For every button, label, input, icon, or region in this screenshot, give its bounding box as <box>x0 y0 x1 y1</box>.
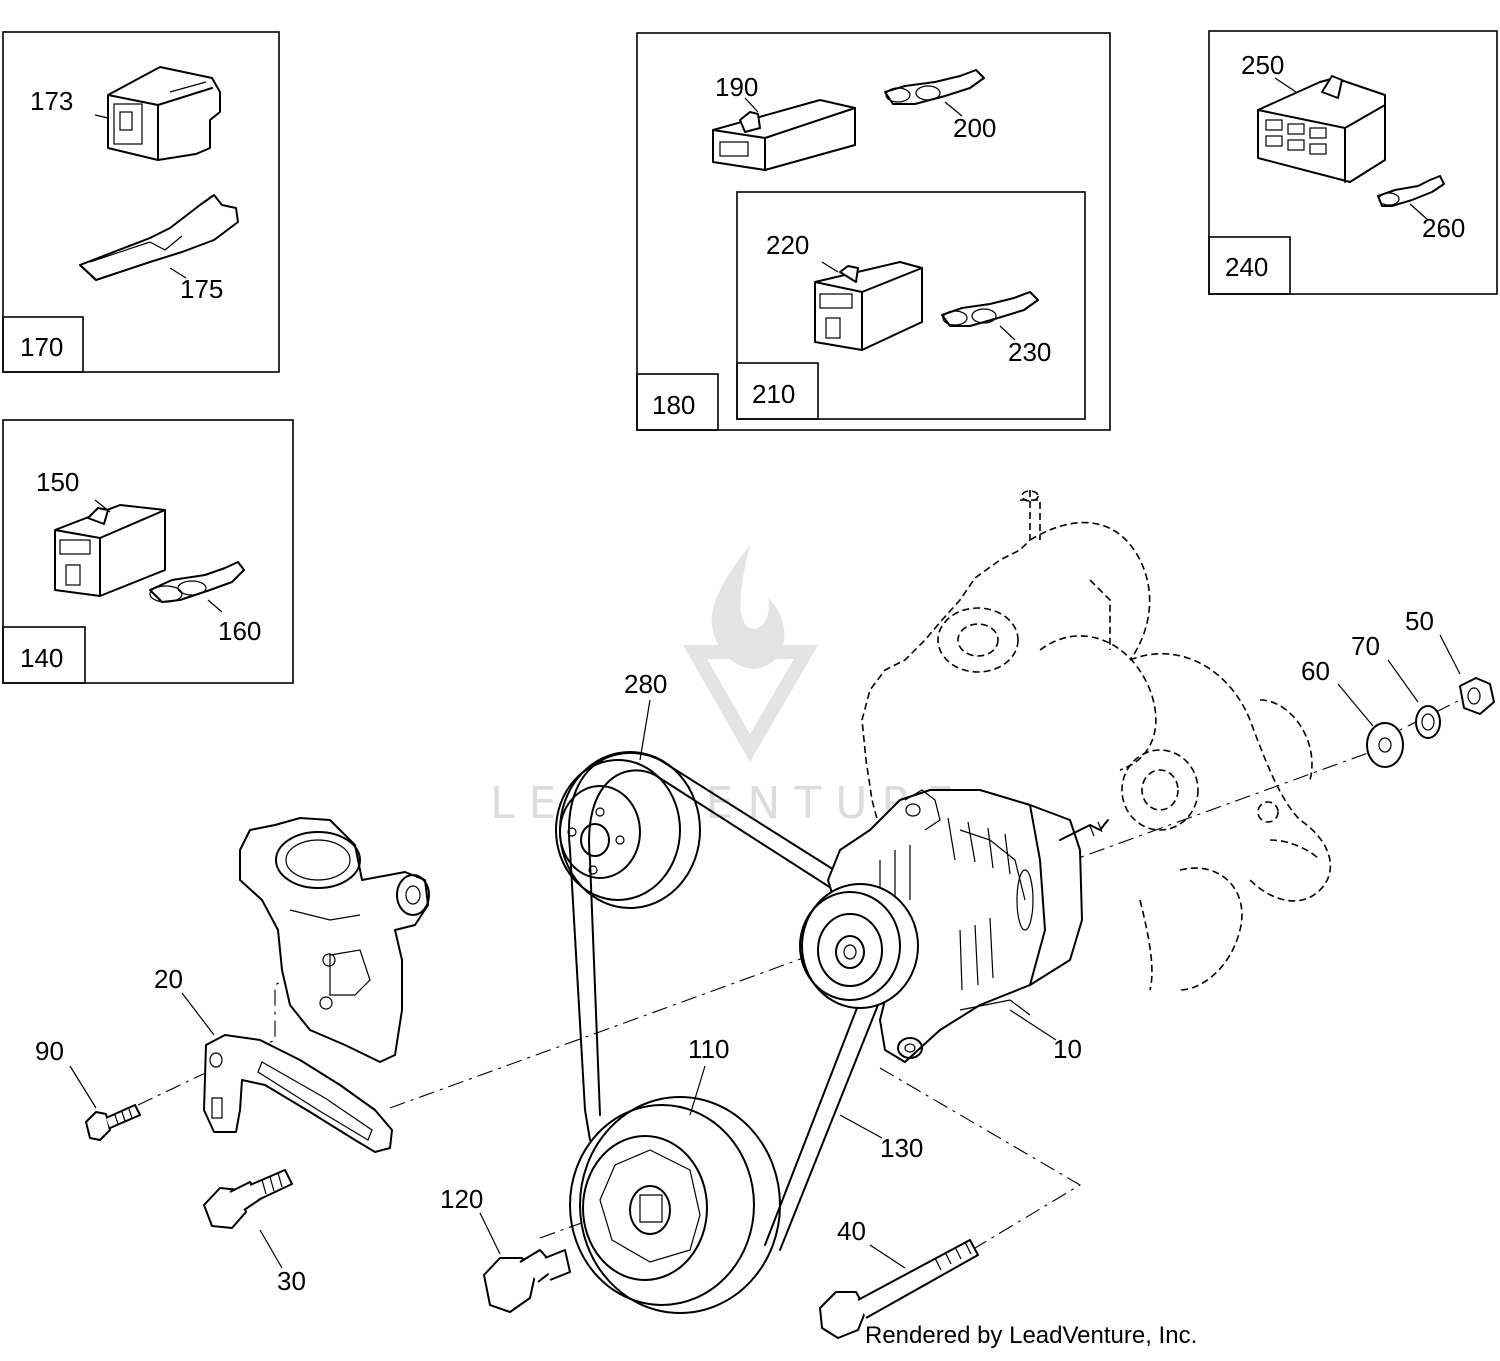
v-logo-icon <box>682 645 819 762</box>
crank-pulley-110-icon <box>569 1096 781 1314</box>
bolt-30-icon <box>203 1169 293 1229</box>
terminal-160-icon <box>149 561 245 603</box>
connector-150-icon <box>54 504 166 597</box>
water-pump-housing <box>239 817 430 1063</box>
label-140: 140 <box>20 643 63 673</box>
connector-250-icon <box>1257 75 1386 183</box>
inset-box-180: 190 200 180 <box>636 32 1111 431</box>
inset-box-240: 250 260 240 <box>1208 30 1498 295</box>
label-130: 130 <box>880 1133 923 1163</box>
label-220: 220 <box>766 230 809 260</box>
pulley-280-icon <box>555 751 701 909</box>
label-10: 10 <box>1053 1034 1082 1064</box>
label-120: 120 <box>440 1184 483 1214</box>
label-40: 40 <box>837 1216 866 1246</box>
label-leaders <box>69 634 1461 1269</box>
label-160: 160 <box>218 616 261 646</box>
washer-60-icon <box>1366 722 1404 768</box>
alternator-10-icon <box>799 789 1109 1063</box>
label-50: 50 <box>1405 606 1434 636</box>
label-70: 70 <box>1351 631 1380 661</box>
label-110: 110 <box>688 1034 729 1064</box>
connector-220-icon <box>814 261 923 351</box>
watermark: LEADVENTURE <box>490 545 954 829</box>
inset-box-210: 220 230 210 <box>736 191 1086 420</box>
lock-washer-70-icon <box>1415 705 1441 739</box>
inset-box-170: 173 175 170 <box>2 31 280 373</box>
bolt-90-icon <box>85 1104 141 1141</box>
label-200: 200 <box>953 113 996 143</box>
label-60: 60 <box>1301 656 1330 686</box>
connector-173-icon <box>107 66 221 161</box>
label-230: 230 <box>1008 337 1051 367</box>
label-173: 173 <box>30 86 73 116</box>
label-250: 250 <box>1241 50 1284 80</box>
terminal-200-icon <box>884 69 985 105</box>
terminal-175-icon <box>79 194 239 281</box>
label-210: 210 <box>752 379 795 409</box>
label-20: 20 <box>154 964 183 994</box>
terminal-230-icon <box>941 291 1039 327</box>
flame-logo-icon <box>711 545 785 669</box>
label-150: 150 <box>36 467 79 497</box>
engine-block-outline <box>861 490 1332 991</box>
nut-50-icon <box>1459 677 1495 715</box>
label-175: 175 <box>180 274 223 304</box>
label-240: 240 <box>1225 252 1268 282</box>
label-280: 280 <box>624 669 667 699</box>
label-180: 180 <box>652 390 695 420</box>
label-190: 190 <box>715 72 758 102</box>
inset-box-140: 150 160 140 <box>2 419 294 684</box>
terminal-260-icon <box>1377 175 1445 207</box>
bolt-40-icon <box>819 1239 979 1339</box>
footer-credit: Rendered by LeadVenture, Inc. <box>865 1322 1197 1349</box>
bolt-120-icon <box>483 1249 571 1313</box>
label-30: 30 <box>277 1266 306 1296</box>
bracket-20-icon <box>203 1034 393 1153</box>
label-170: 170 <box>20 332 63 362</box>
label-260: 260 <box>1422 213 1465 243</box>
connector-190-icon <box>712 99 856 171</box>
label-90: 90 <box>35 1036 64 1066</box>
